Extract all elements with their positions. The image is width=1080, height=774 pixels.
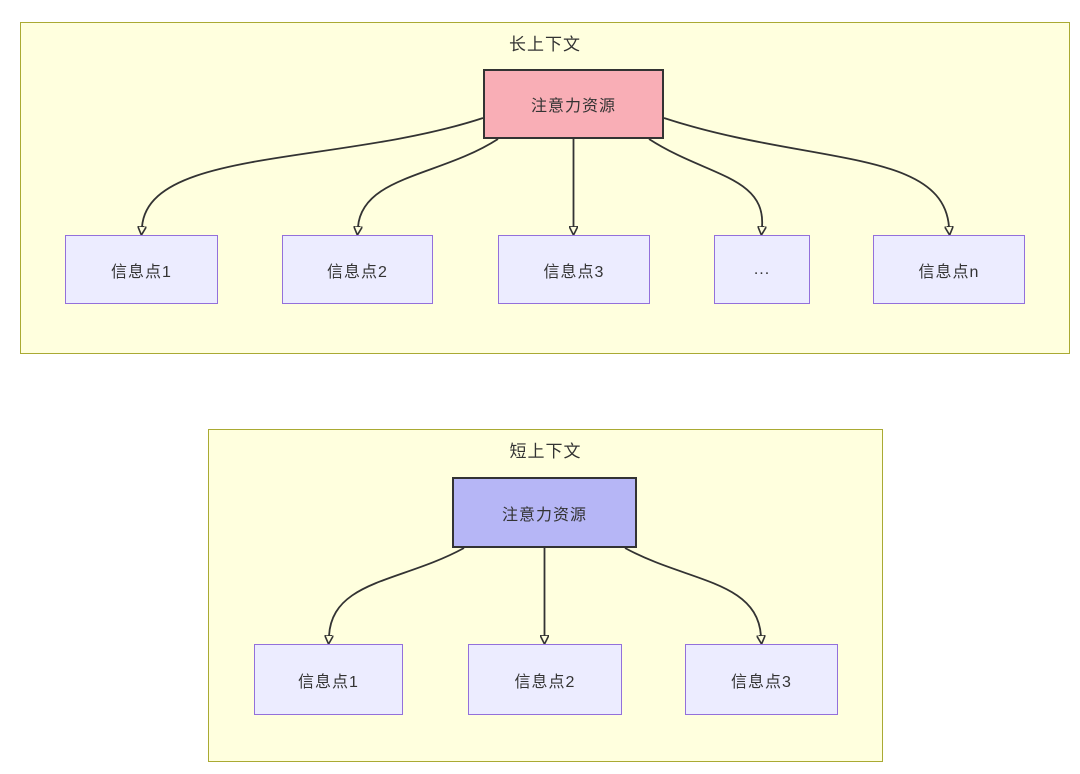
short-attention-label: 注意力资源	[501, 506, 587, 524]
long-info-label-3: 信息点3	[543, 263, 605, 281]
short-info-box-2: 信息点2	[468, 644, 622, 715]
long-info-box-3: 信息点3	[498, 235, 650, 304]
short-context-title: 短上下文	[509, 442, 582, 461]
short-info-label-1: 信息点1	[298, 673, 359, 691]
short-info-label-3: 信息点3	[731, 673, 792, 691]
long-info-label-2: 信息点2	[327, 263, 388, 281]
arrow-long-to-infon	[663, 117, 949, 227]
long-info-box-n: 信息点n	[873, 235, 1025, 304]
long-info-box-2: 信息点2	[282, 235, 433, 304]
arrow-short-to-info1	[329, 547, 465, 636]
long-info-label-n: 信息点n	[918, 263, 980, 281]
arrow-long-to-info2	[358, 138, 499, 227]
arrow-short-to-info3	[624, 547, 761, 636]
long-context-title: 长上下文	[509, 35, 581, 54]
short-info-box-3: 信息点3	[685, 644, 838, 715]
short-context-arrows	[329, 547, 761, 636]
arrow-long-to-info1	[142, 117, 484, 227]
arrow-long-to-ellipsis	[648, 138, 762, 227]
long-attention-label: 注意力资源	[530, 98, 616, 115]
long-info-label-ellipsis: ...	[753, 260, 771, 278]
long-context-arrows	[142, 117, 949, 227]
long-info-label-1: 信息点1	[111, 263, 172, 281]
short-attention-box: 注意力资源	[452, 477, 637, 548]
long-info-box-1: 信息点1	[65, 235, 218, 304]
short-info-box-1: 信息点1	[254, 644, 403, 715]
long-attention-box: 注意力资源	[483, 69, 664, 139]
short-info-label-2: 信息点2	[514, 673, 576, 691]
long-info-box-ellipsis: ...	[714, 235, 810, 304]
